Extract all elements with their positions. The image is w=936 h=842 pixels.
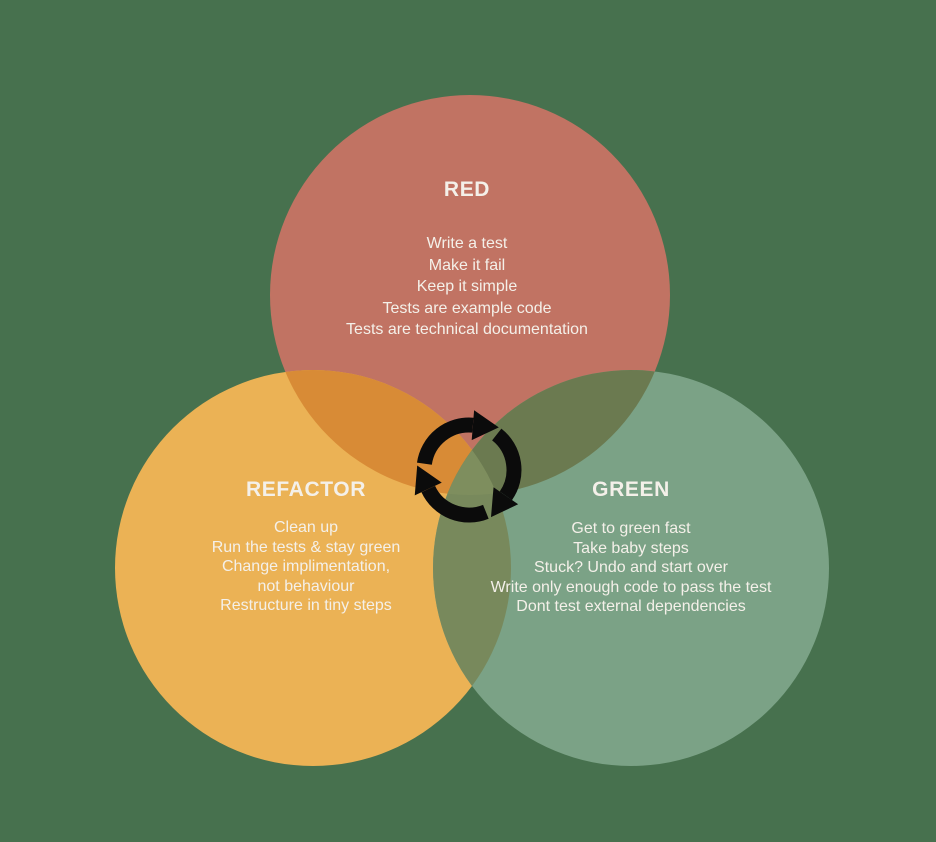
green-circle-list: Get to green fast Take baby steps Stuck?… [491,519,772,617]
refactor-item: Restructure in tiny steps [220,597,392,614]
green-circle-title: GREEN [592,478,670,501]
red-item: Make it fail [428,256,506,274]
refactor-item: Clean up [273,519,339,536]
refactor-circle-title: REFACTOR [246,478,366,501]
red-refactor-overlap [270,370,511,495]
refactor-item: not behaviour [257,577,355,595]
refactor-circle-list: Clean up Run the tests & stay green Chan… [212,518,401,616]
red-item: Tests are example code [382,299,552,317]
red-circle-list: Write a test Make it fail Keep it simple… [346,233,588,341]
green-item: Stuck? Undo and start over [534,559,728,576]
green-item: Take baby steps [573,539,689,557]
green-item: Write only enough code to pass the test [490,578,772,596]
green-item: Dont test external dependencies [516,598,746,615]
refactor-item: Change implimentation, [221,558,391,575]
red-item: Write a test [426,235,508,252]
green-item: Get to green fast [571,520,691,537]
red-item: Keep it simple [416,278,518,295]
red-green-overlap [433,370,670,495]
cycle-arrows-icon [402,410,543,538]
red-circle-title: RED [443,178,491,201]
refactor-item: Run the tests & stay green [211,538,401,556]
red-item: Tests are technical documentation [346,321,588,338]
